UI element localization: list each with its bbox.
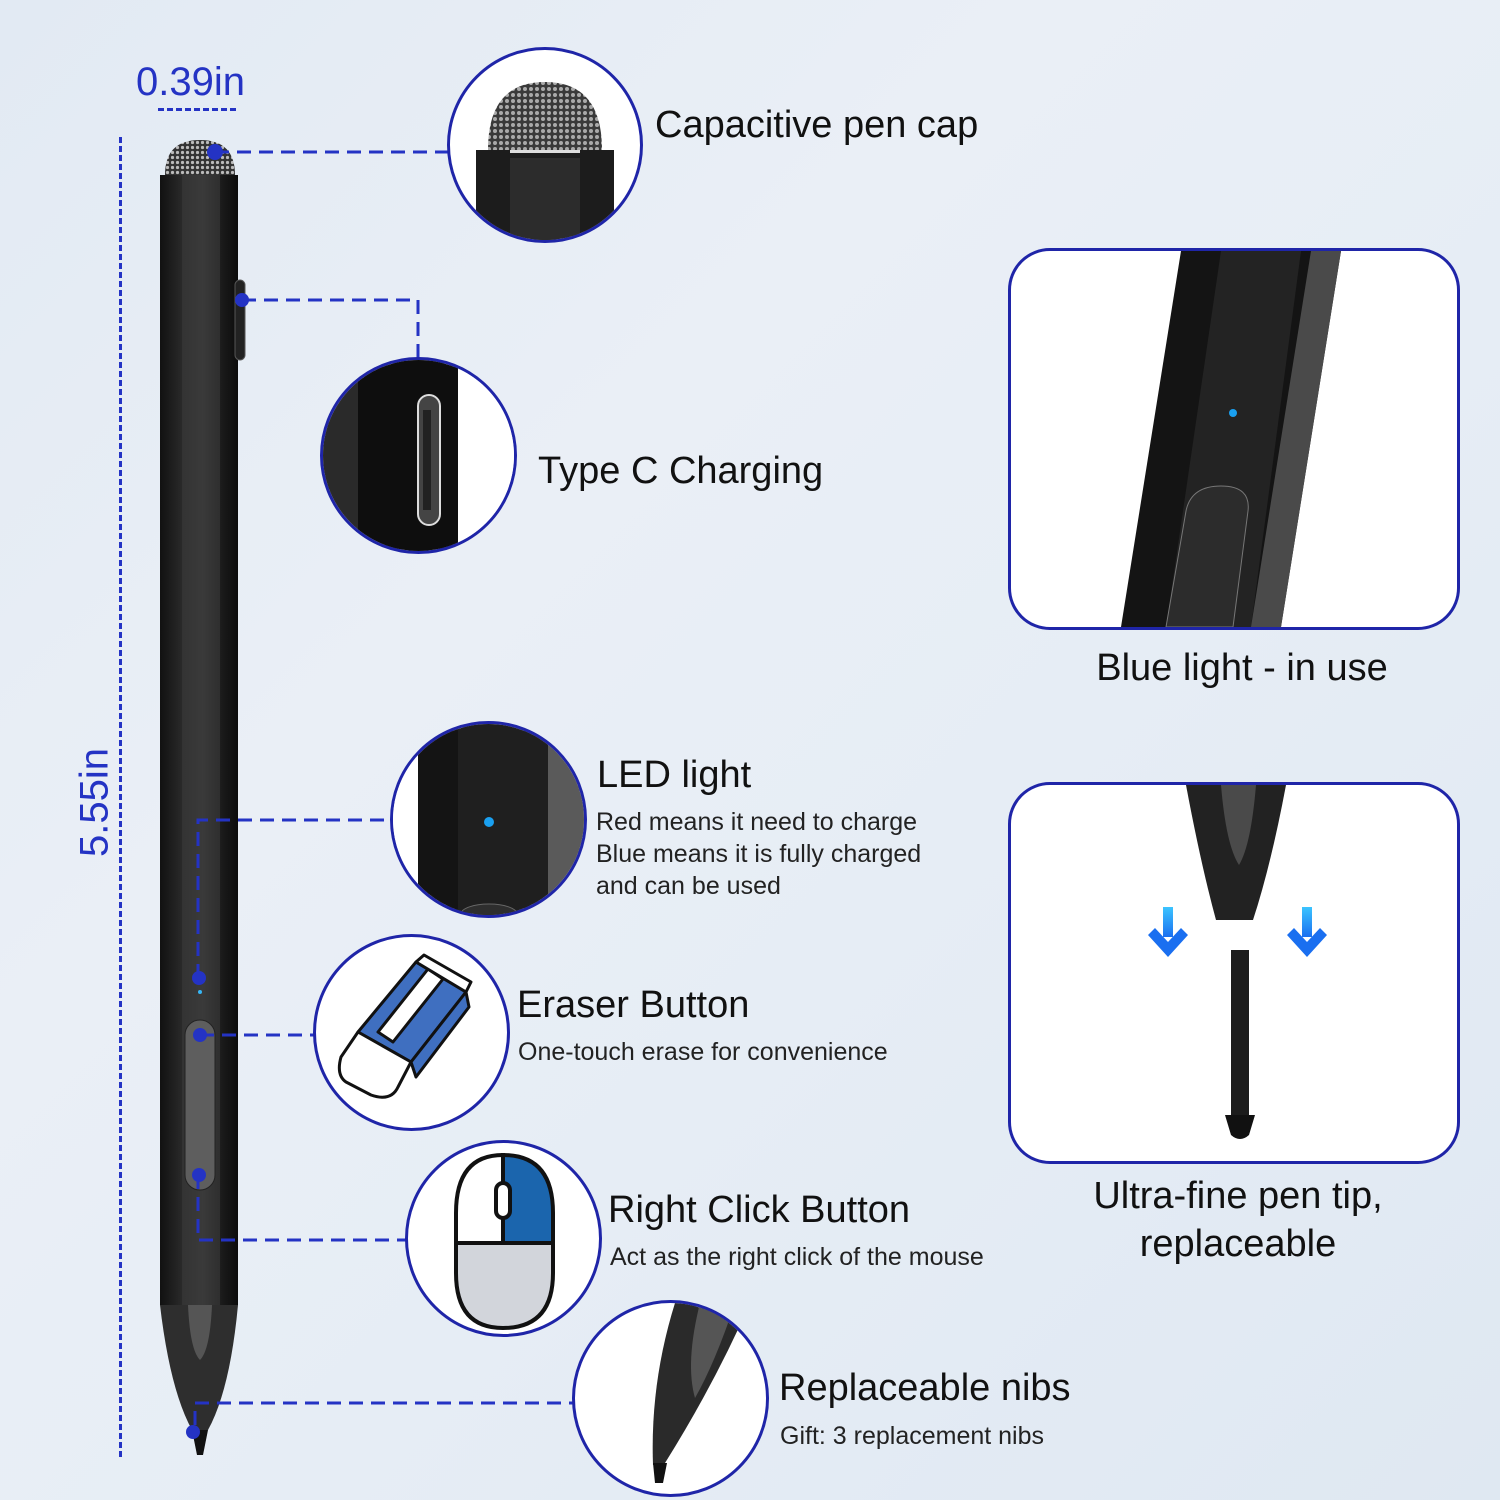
pen-tip-card: [1008, 782, 1460, 1164]
pen-tip-caption-line-1: Ultra-fine pen tip,: [1093, 1175, 1383, 1217]
blue-light-caption: Blue light - in use: [1096, 647, 1388, 689]
led-zoom-circle: [390, 721, 587, 918]
mouse-right-click-icon: [454, 1152, 555, 1331]
feature-title-right-click: Right Click Button: [608, 1189, 911, 1231]
pen-tip-caption: Ultra-fine pen tip, replaceable: [1003, 1172, 1473, 1268]
width-dimension-label: 0.39in: [136, 60, 245, 104]
feature-title-nibs: Replaceable nibs: [779, 1367, 1071, 1409]
nibs-zoom-circle: [572, 1300, 769, 1497]
led-desc-line-3: and can be used: [596, 872, 781, 900]
down-arrow-icon: [1287, 907, 1327, 957]
down-arrow-icon: [1148, 907, 1188, 957]
charging-zoom-circle: [320, 357, 517, 554]
feature-title-eraser: Eraser Button: [517, 984, 750, 1026]
mesh-cap-icon: [476, 82, 614, 240]
pen-nib-icon: [652, 1303, 750, 1483]
led-desc-line-1: Red means it need to charge: [596, 808, 918, 836]
pen-tip-caption-line-2: replaceable: [1139, 1223, 1337, 1265]
eraser-icon: [337, 953, 473, 1099]
nibs-desc: Gift: 3 replacement nibs: [780, 1422, 1045, 1450]
usb-c-port-icon: [323, 360, 514, 551]
eraser-desc: One-touch erase for convenience: [518, 1038, 888, 1066]
feature-title-cap: Capacitive pen cap: [655, 104, 979, 146]
blue-light-card: [1008, 248, 1460, 630]
feature-title-led: LED light: [597, 754, 752, 796]
led-indicator-icon: [393, 724, 584, 915]
right-click-desc: Act as the right click of the mouse: [610, 1243, 984, 1271]
eraser-zoom-circle: [313, 934, 510, 1131]
length-dimension-line: [119, 137, 122, 1457]
cap-zoom-circle: [447, 47, 643, 243]
width-dimension-line: [158, 108, 236, 111]
pen-tip-replacement-illustration: [1148, 785, 1327, 1139]
right-click-zoom-circle: [405, 1140, 602, 1337]
led-desc-line-2: Blue means it is fully charged: [596, 840, 922, 868]
feature-title-charging: Type C Charging: [538, 450, 824, 492]
pen-led-closeup: [1121, 251, 1341, 627]
